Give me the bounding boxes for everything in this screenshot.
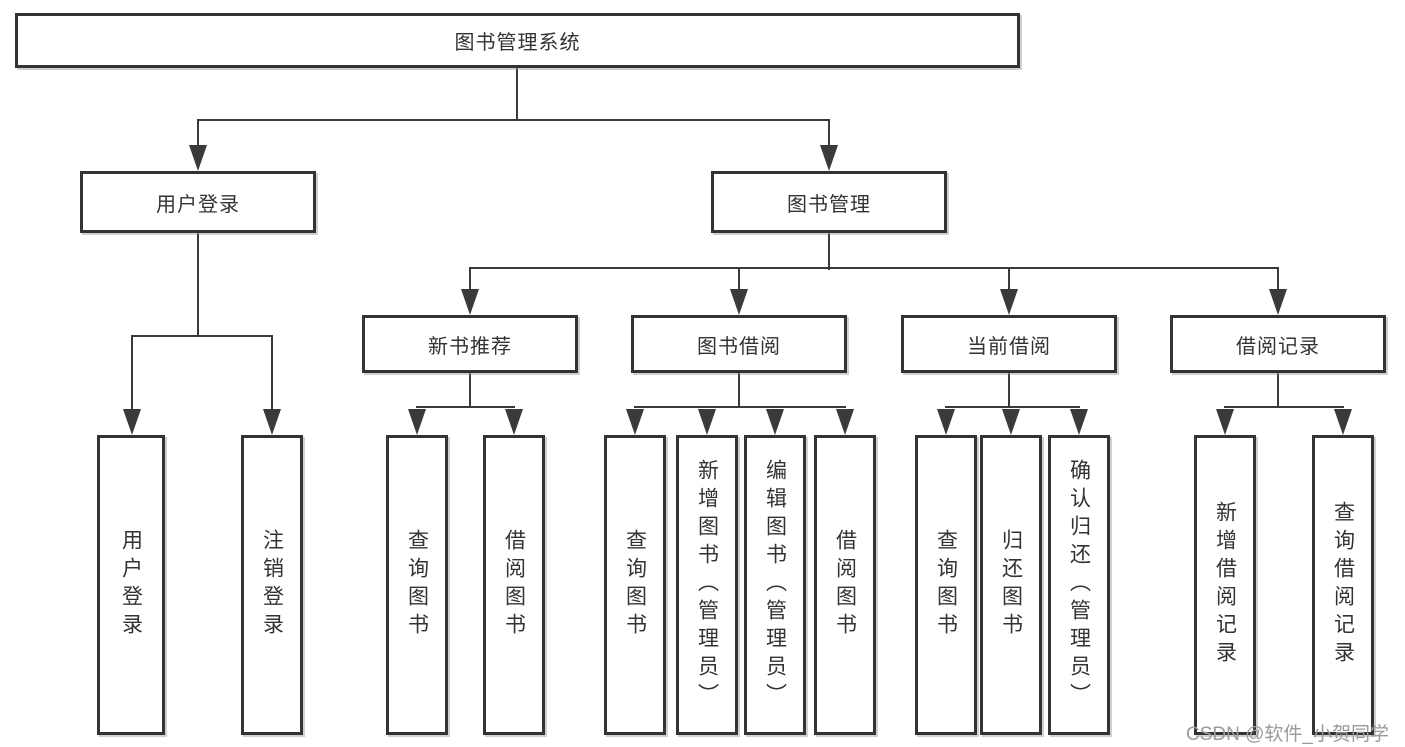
connector-stem — [738, 373, 740, 408]
leaf-label: 查询借阅记录 — [1331, 501, 1355, 669]
arrow-down-icon — [836, 409, 854, 435]
connector-bar — [634, 406, 846, 408]
csdn-watermark: CSDN @软件_小贺同学 — [1186, 724, 1389, 745]
arrow-down-icon — [1000, 289, 1018, 315]
node-label: 当前借阅 — [967, 335, 1051, 358]
leaf-query-books-current: 查询图书 — [915, 435, 977, 735]
node-book-management-label: 图书管理 — [787, 193, 871, 216]
leaf-confirm-return-admin: 确认归还（管理员） — [1048, 435, 1110, 735]
leaf-query-borrow-record: 查询借阅记录 — [1312, 435, 1374, 735]
connector-userlogin-stem — [197, 233, 199, 337]
node-label: 图书借阅 — [697, 335, 781, 358]
arrow-down-icon — [1269, 289, 1287, 315]
node-current-borrow: 当前借阅 — [901, 315, 1117, 373]
leaf-logout: 注销登录 — [241, 435, 303, 735]
leaf-label: 新增图书（管理员） — [695, 459, 719, 711]
leaf-user-login: 用户登录 — [97, 435, 165, 735]
leaf-label: 查询图书 — [934, 529, 958, 641]
leaf-return-books: 归还图书 — [980, 435, 1042, 735]
leaf-label: 借阅图书 — [833, 529, 857, 641]
arrow-down-icon — [626, 409, 644, 435]
leaf-query-books-borrow: 查询图书 — [604, 435, 666, 735]
connector-stem — [738, 267, 740, 295]
arrow-down-icon — [1334, 409, 1352, 435]
leaf-label: 借阅图书 — [502, 529, 526, 641]
arrow-down-icon — [461, 289, 479, 315]
leaf-label: 归还图书 — [999, 529, 1023, 641]
connector-root-stem — [516, 68, 518, 121]
connector-bookmgmt-bar — [469, 267, 1279, 269]
node-root: 图书管理系统 — [15, 13, 1020, 68]
leaf-label: 用户登录 — [119, 529, 143, 641]
arrow-down-icon — [189, 145, 207, 171]
leaf-add-borrow-record: 新增借阅记录 — [1194, 435, 1256, 735]
arrow-down-icon — [1216, 409, 1234, 435]
connector-bar — [945, 406, 1080, 408]
leaf-query-books-recommend: 查询图书 — [386, 435, 448, 735]
arrow-down-icon — [730, 289, 748, 315]
leaf-edit-books-admin: 编辑图书（管理员） — [744, 435, 806, 735]
node-borrow-records: 借阅记录 — [1170, 315, 1386, 373]
arrow-down-icon — [408, 409, 426, 435]
arrow-down-icon — [820, 145, 838, 171]
node-user-login-label: 用户登录 — [156, 193, 240, 216]
connector-stem — [1277, 373, 1279, 408]
connector-stem — [131, 335, 133, 419]
connector-stem-book-mgmt — [828, 119, 830, 153]
connector-bookmgmt-stem — [828, 233, 830, 270]
node-label: 新书推荐 — [428, 335, 512, 358]
connector-stem — [469, 373, 471, 408]
connector-bar — [1224, 406, 1344, 408]
node-book-borrow: 图书借阅 — [631, 315, 847, 373]
leaf-add-books-admin: 新增图书（管理员） — [676, 435, 738, 735]
connector-stem — [1008, 373, 1010, 408]
connector-stem — [271, 335, 273, 419]
node-new-book-recommend: 新书推荐 — [362, 315, 578, 373]
leaf-borrow-books-recommend: 借阅图书 — [483, 435, 545, 735]
connector-userlogin-bar — [131, 335, 273, 337]
arrow-down-icon — [123, 409, 141, 435]
arrow-down-icon — [698, 409, 716, 435]
leaf-borrow-books: 借阅图书 — [814, 435, 876, 735]
node-user-login: 用户登录 — [80, 171, 316, 233]
node-book-management: 图书管理 — [711, 171, 947, 233]
leaf-label: 编辑图书（管理员） — [763, 459, 787, 711]
arrow-down-icon — [263, 409, 281, 435]
node-root-label: 图书管理系统 — [454, 32, 581, 54]
connector-stem — [1008, 267, 1010, 295]
arrow-down-icon — [1070, 409, 1088, 435]
leaf-label: 新增借阅记录 — [1213, 501, 1237, 669]
arrow-down-icon — [1002, 409, 1020, 435]
arrow-down-icon — [937, 409, 955, 435]
connector-stem — [469, 267, 471, 295]
connector-bar — [416, 406, 515, 408]
node-label: 借阅记录 — [1236, 335, 1320, 358]
leaf-label: 确认归还（管理员） — [1067, 459, 1091, 711]
connector-root-bar — [197, 119, 830, 121]
leaf-label: 查询图书 — [623, 529, 647, 641]
arrow-down-icon — [505, 409, 523, 435]
leaf-label: 注销登录 — [260, 529, 284, 641]
connector-stem-user-login — [197, 119, 199, 153]
connector-stem — [1277, 267, 1279, 295]
arrow-down-icon — [766, 409, 784, 435]
leaf-label: 查询图书 — [405, 529, 429, 641]
